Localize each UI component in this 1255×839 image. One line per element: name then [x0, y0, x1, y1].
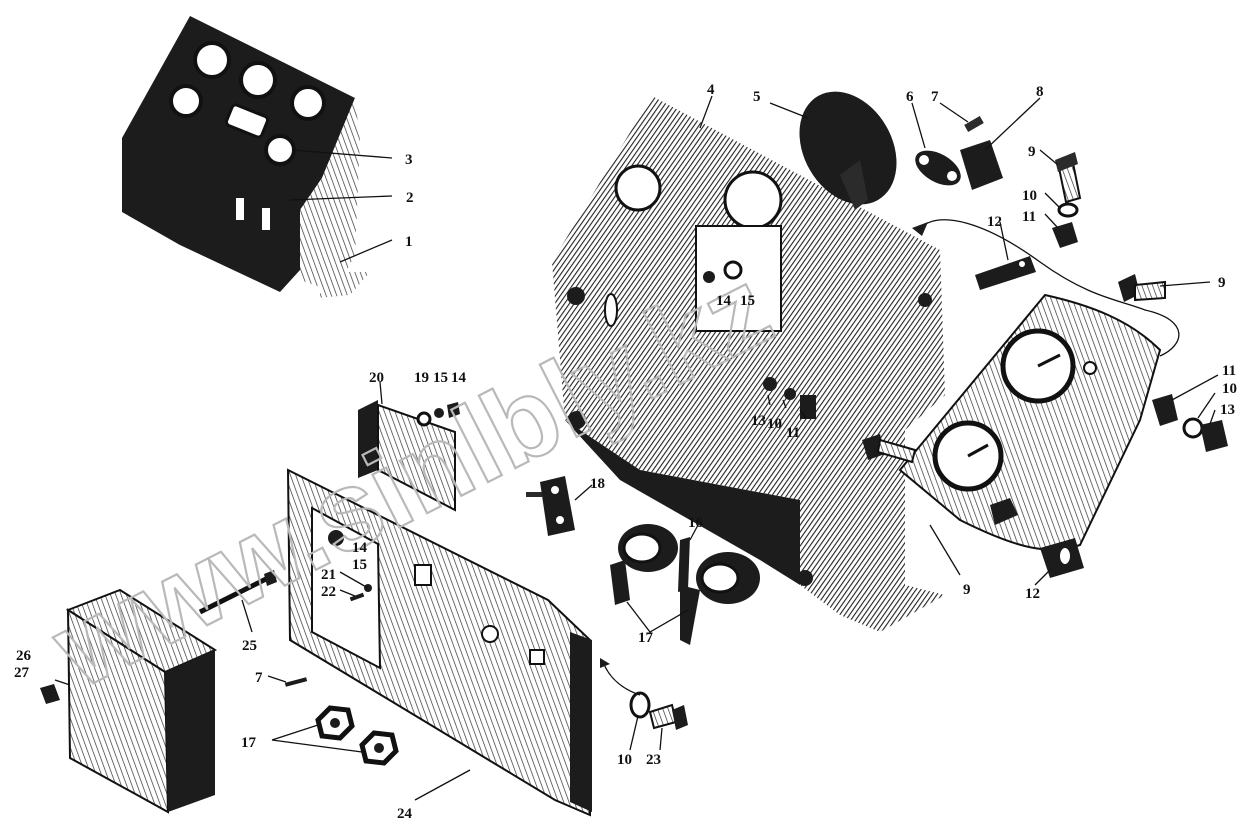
callout-13-right: 13: [1220, 402, 1235, 418]
callout-3: 3: [405, 152, 413, 168]
bolt-9-upper: [1055, 152, 1082, 204]
clamp-bracket: [915, 150, 961, 186]
callout-7-upper: 7: [931, 89, 939, 105]
callout-17-switch: 17: [638, 630, 654, 646]
callout-15-bracket: 15: [433, 370, 448, 386]
gauge-panel: [898, 293, 1162, 551]
bolt: [964, 116, 984, 132]
callout-16: 16: [688, 515, 704, 531]
callout-10-right: 10: [1222, 381, 1237, 397]
callout-17-nuts: 17: [241, 735, 257, 751]
callout-11-housing: 11: [786, 425, 800, 441]
callout-12-lower: 12: [1025, 586, 1040, 602]
callout-9-lower: 9: [963, 582, 971, 598]
callout-24: 24: [397, 806, 413, 822]
assembled-dashboard: [122, 16, 370, 298]
front-cover-plate: [286, 468, 592, 817]
callout-15-housing: 15: [740, 293, 755, 309]
callout-12-upper: 12: [987, 214, 1002, 230]
callout-21: 21: [321, 567, 336, 583]
strap-12-upper: [975, 256, 1036, 290]
callout-10-lower: 10: [617, 752, 632, 768]
callout-6: 6: [906, 89, 914, 105]
callout-4: 4: [707, 82, 715, 98]
callout-7-lower: 7: [255, 670, 263, 686]
console-housing: [552, 96, 945, 632]
callout-19: 19: [414, 370, 429, 386]
toggle-switch: [526, 476, 575, 536]
callout-20: 20: [369, 370, 384, 386]
callout-5: 5: [753, 89, 761, 105]
ignition-switch-left: [610, 524, 678, 605]
callout-2: 2: [406, 190, 414, 206]
callout-9-upper: 9: [1028, 144, 1036, 160]
relay-box: [65, 588, 218, 814]
callout-9-right: 9: [1218, 275, 1226, 291]
callout-14-housing: 14: [716, 293, 732, 309]
callout-8: 8: [1036, 84, 1044, 100]
callout-26: 26: [16, 648, 32, 664]
callout-14-cover: 14: [352, 540, 368, 556]
callout-18: 18: [590, 476, 605, 492]
callout-10-upper: 10: [1022, 188, 1037, 204]
rubber-pad: [960, 140, 1003, 190]
callout-15-cover: 15: [352, 557, 367, 573]
callout-13-housing: 13: [751, 413, 766, 429]
key: [678, 537, 690, 592]
ignition-switch-right: [680, 552, 760, 645]
callout-1: 1: [405, 234, 413, 250]
bolt-9-lower: [862, 434, 917, 464]
callout-25: 25: [242, 638, 257, 654]
strap-12-lower: [1040, 538, 1084, 578]
cover-disc: [799, 91, 897, 210]
callout-23: 23: [646, 752, 661, 768]
bolt-9-right: [1118, 274, 1166, 302]
callout-22: 22: [321, 584, 336, 600]
callout-11-upper: 11: [1022, 209, 1036, 225]
callout-14-bracket: 14: [451, 370, 467, 386]
callout-10-housing: 10: [767, 416, 782, 432]
callout-11-right: 11: [1222, 363, 1236, 379]
threaded-rod: [198, 570, 277, 615]
callout-27: 27: [14, 665, 30, 681]
